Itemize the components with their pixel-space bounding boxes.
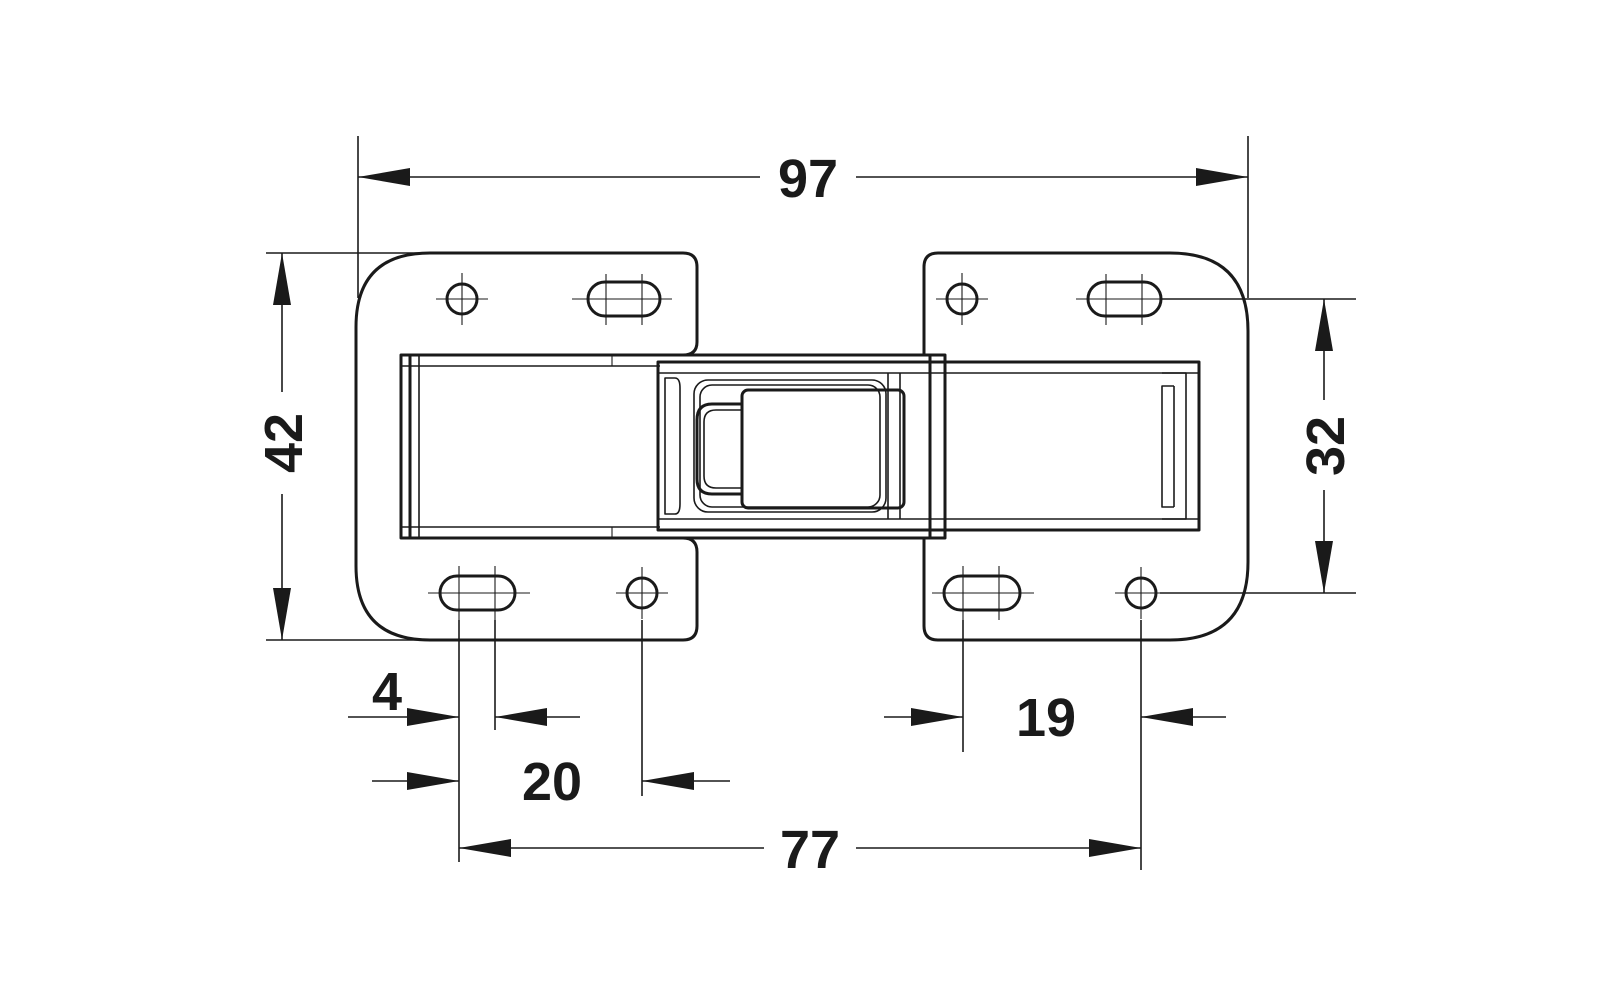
slot-right-bottom: [932, 566, 1034, 620]
hinge-arm-left: [399, 353, 947, 540]
dimension-left-hole-spacing: 20: [372, 620, 730, 812]
hole-right-bottom-round: [1115, 567, 1167, 619]
dimension-label-20: 20: [522, 752, 582, 812]
right-plate-outline: [922, 251, 1250, 642]
fixing-holes: [428, 273, 1176, 620]
hole-left-top-round: [436, 273, 488, 325]
pivot-tab: [695, 402, 744, 496]
slot-left-bottom: [428, 566, 530, 620]
hinge-arm-right: [656, 360, 1201, 532]
hole-right-top-round: [936, 273, 988, 325]
dimension-overall-height: 42: [254, 252, 430, 641]
dimension-label-19: 19: [1016, 688, 1076, 748]
dimension-label-4: 4: [372, 662, 402, 722]
right-arm-body: [656, 360, 1201, 532]
dimension-overall-width: 97: [357, 136, 1249, 298]
dimension-right-hole-spacing: 19: [884, 620, 1226, 870]
hole-left-bottom-round: [616, 567, 668, 619]
dimension-label-32: 32: [1296, 416, 1356, 476]
left-mounting-plate: [354, 251, 699, 642]
dimension-label-77: 77: [780, 820, 840, 880]
dimension-vertical-hole-spacing: 32: [1160, 298, 1356, 594]
left-arm-body: [399, 353, 947, 540]
dimension-slot-width: 4: [348, 620, 580, 862]
right-mounting-plate: [922, 251, 1250, 642]
dimension-label-97: 97: [778, 149, 838, 209]
left-plate-outline: [354, 251, 699, 642]
dimension-outer-hole-spacing: 77: [459, 820, 1141, 880]
hinge-pivot-block: [664, 377, 906, 515]
slot-left-top: [572, 274, 672, 325]
dimension-label-42: 42: [254, 413, 314, 473]
